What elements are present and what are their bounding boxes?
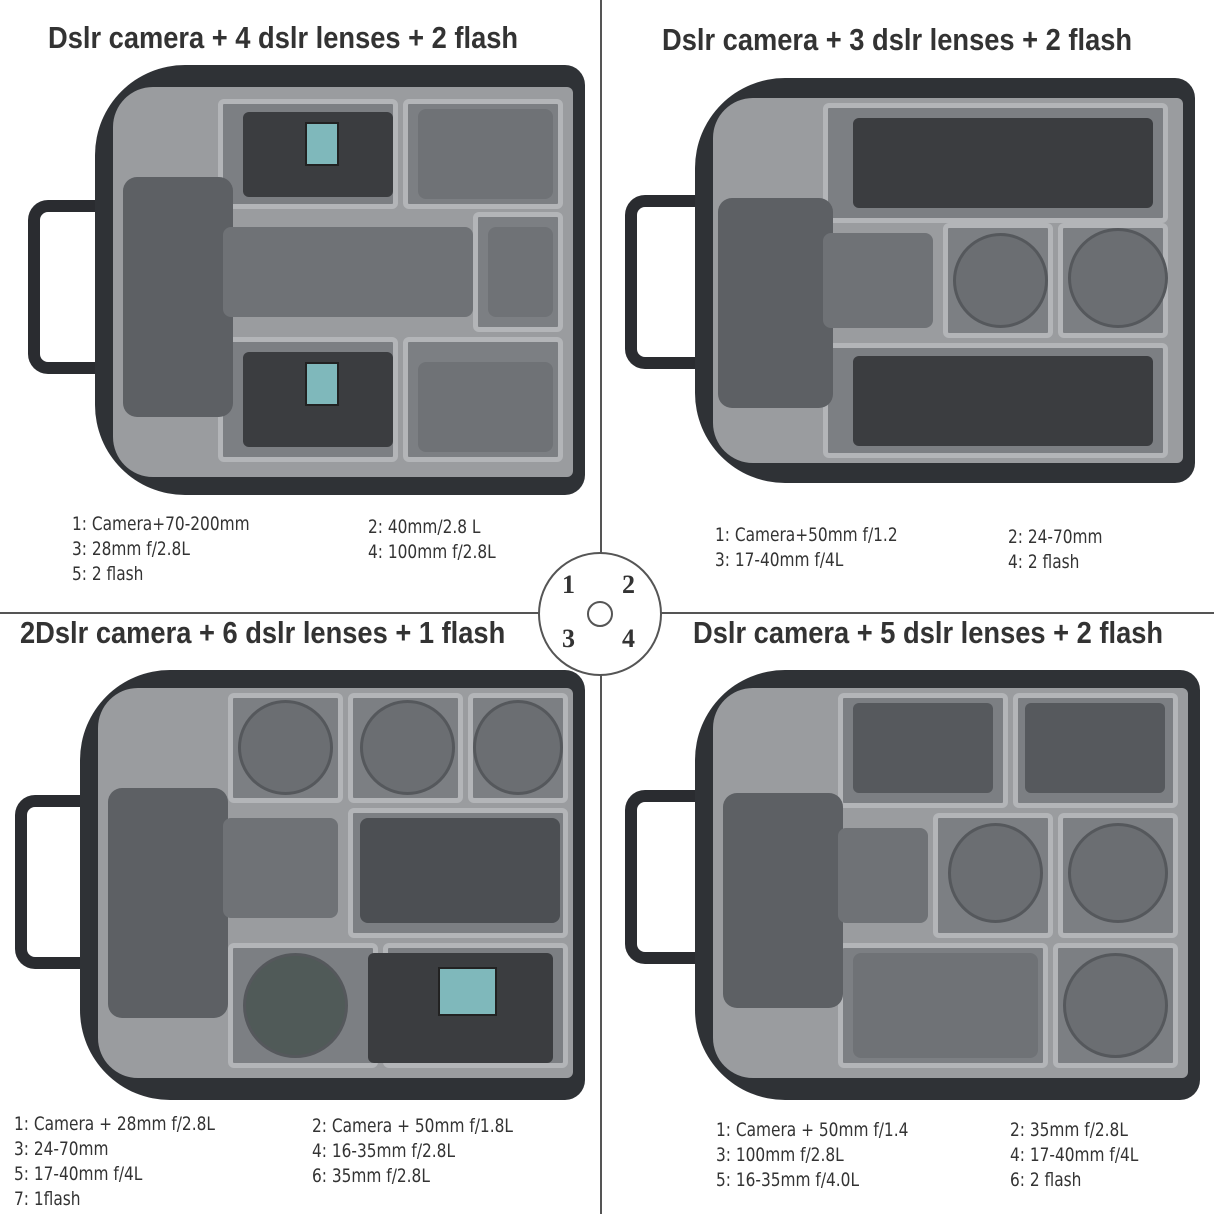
lens xyxy=(1063,953,1168,1058)
flash-unit xyxy=(368,953,553,1063)
lens-cap xyxy=(238,700,333,795)
camera-bag-image xyxy=(95,65,585,495)
spec-list-right: 2: 24-70mm 4: 2 flash xyxy=(1008,525,1103,575)
lens-cap xyxy=(953,233,1048,328)
bag-handle xyxy=(625,195,697,369)
spec-item: 1: Camera + 28mm f/2.8L xyxy=(14,1113,215,1135)
camera-body xyxy=(718,198,833,408)
spec-list-right: 2: 40mm/2.8 L 4: 100mm f/2.8L xyxy=(368,515,496,565)
quadrant-title: Dslr camera + 3 dslr lenses + 2 flash xyxy=(662,22,1133,57)
spec-item: 2: 40mm/2.8 L xyxy=(368,516,481,538)
spec-item: 3: 24-70mm xyxy=(14,1138,109,1160)
bag-handle xyxy=(15,795,87,969)
lens-front xyxy=(243,953,348,1058)
quadrant-title: Dslr camera + 4 dslr lenses + 2 flash xyxy=(48,20,519,55)
lens-50mm xyxy=(838,828,928,923)
quadrant-marker xyxy=(538,552,662,676)
bag-handle xyxy=(28,200,100,374)
bag-handle xyxy=(625,790,697,964)
flash-unit xyxy=(243,352,393,447)
flash-unit xyxy=(853,356,1153,446)
bag-interior xyxy=(713,98,1183,463)
lens-cap xyxy=(1068,228,1168,328)
lens-70-200 xyxy=(223,227,473,317)
quadrant-title: 2Dslr camera + 6 dslr lenses + 1 flash xyxy=(20,615,506,650)
lens xyxy=(488,227,553,317)
spec-item: 1: Camera+70-200mm xyxy=(72,513,250,535)
camera-body xyxy=(108,788,228,1018)
spec-item: 6: 35mm f/2.8L xyxy=(312,1165,430,1187)
camera-bag-image xyxy=(695,78,1195,483)
spec-item: 4: 2 flash xyxy=(1008,551,1080,573)
spec-list-left: 1: Camera+50mm f/1.2 3: 17-40mm f/4L xyxy=(715,523,898,573)
spec-item: 4: 17-40mm f/4L xyxy=(1010,1144,1139,1166)
spec-item: 5: 16-35mm f/4.0L xyxy=(716,1169,860,1191)
lens-cap xyxy=(948,823,1043,923)
camera-bag-image xyxy=(695,670,1200,1100)
camera-with-lens xyxy=(360,818,560,923)
center-dot xyxy=(587,601,613,627)
spec-item: 1: Camera+50mm f/1.2 xyxy=(715,524,898,546)
lens xyxy=(223,818,338,918)
spec-item: 3: 17-40mm f/4L xyxy=(715,549,844,571)
bag-interior xyxy=(98,688,573,1078)
quadrant-number: 4 xyxy=(622,624,635,653)
quadrant-title: Dslr camera + 5 dslr lenses + 2 flash xyxy=(693,615,1164,650)
spec-item: 5: 2 flash xyxy=(72,563,144,585)
spec-list-right: 2: 35mm f/2.8L 4: 17-40mm f/4L 6: 2 flas… xyxy=(1010,1118,1138,1193)
spec-list-right: 2: Camera + 50mm f/1.8L 4: 16-35mm f/2.8… xyxy=(312,1114,513,1189)
spec-item: 5: 17-40mm f/4L xyxy=(14,1163,143,1185)
bag-interior xyxy=(113,87,573,477)
lens-cap xyxy=(360,700,455,795)
camera-body xyxy=(723,793,843,1008)
spec-item: 2: 24-70mm xyxy=(1008,526,1103,548)
bag-interior xyxy=(713,688,1188,1078)
spec-list-left: 1: Camera+70-200mm 3: 28mm f/2.8L 5: 2 f… xyxy=(72,512,250,587)
quadrant-number: 3 xyxy=(562,624,575,653)
spec-item: 3: 28mm f/2.8L xyxy=(72,538,190,560)
spec-item: 2: Camera + 50mm f/1.8L xyxy=(312,1115,513,1137)
spec-item: 4: 100mm f/2.8L xyxy=(368,541,496,563)
lens-cap xyxy=(1068,823,1168,923)
spec-item: 7: 1flash xyxy=(14,1188,81,1210)
spec-item: 4: 16-35mm f/2.8L xyxy=(312,1140,456,1162)
flash-unit xyxy=(853,703,993,793)
camera-bag-image xyxy=(80,670,585,1100)
spec-item: 3: 100mm f/2.8L xyxy=(716,1144,844,1166)
flash-unit xyxy=(1025,703,1165,793)
quadrant-number: 1 xyxy=(562,570,575,599)
lens xyxy=(418,109,553,199)
quadrant-number: 2 xyxy=(622,570,635,599)
spec-list-left: 1: Camera + 50mm f/1.4 3: 100mm f/2.8L 5… xyxy=(716,1118,908,1193)
flash-unit xyxy=(853,118,1153,208)
flash-unit xyxy=(243,112,393,197)
lens-50mm xyxy=(823,233,933,328)
spec-item: 6: 2 flash xyxy=(1010,1169,1082,1191)
camera-body xyxy=(123,177,233,417)
lens xyxy=(418,362,553,452)
spec-item: 1: Camera + 50mm f/1.4 xyxy=(716,1119,909,1141)
spec-list-left: 1: Camera + 28mm f/2.8L 3: 24-70mm 5: 17… xyxy=(14,1112,215,1212)
lens-100mm xyxy=(853,953,1038,1058)
spec-item: 2: 35mm f/2.8L xyxy=(1010,1119,1128,1141)
lens-cap xyxy=(473,700,563,795)
